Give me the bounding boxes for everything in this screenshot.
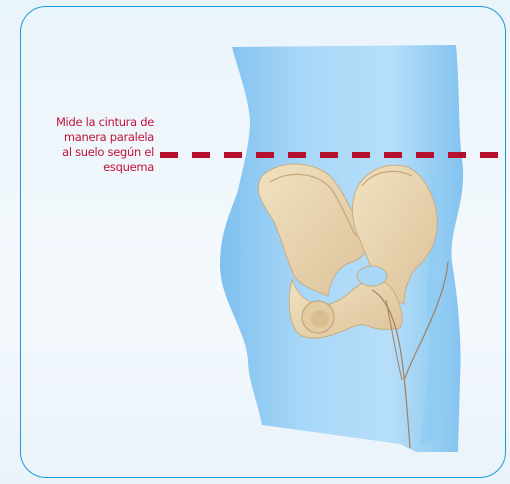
- hip-socket-inner: [311, 310, 329, 328]
- measure-instruction: Mide la cintura de manera paralela al su…: [6, 115, 154, 175]
- caption-line-3: al suelo según el: [6, 145, 154, 160]
- caption-line-4: esquema: [6, 160, 154, 175]
- obturator-foramen: [357, 266, 387, 286]
- caption-line-2: manera paralela: [6, 130, 154, 145]
- caption-line-1: Mide la cintura de: [6, 115, 154, 130]
